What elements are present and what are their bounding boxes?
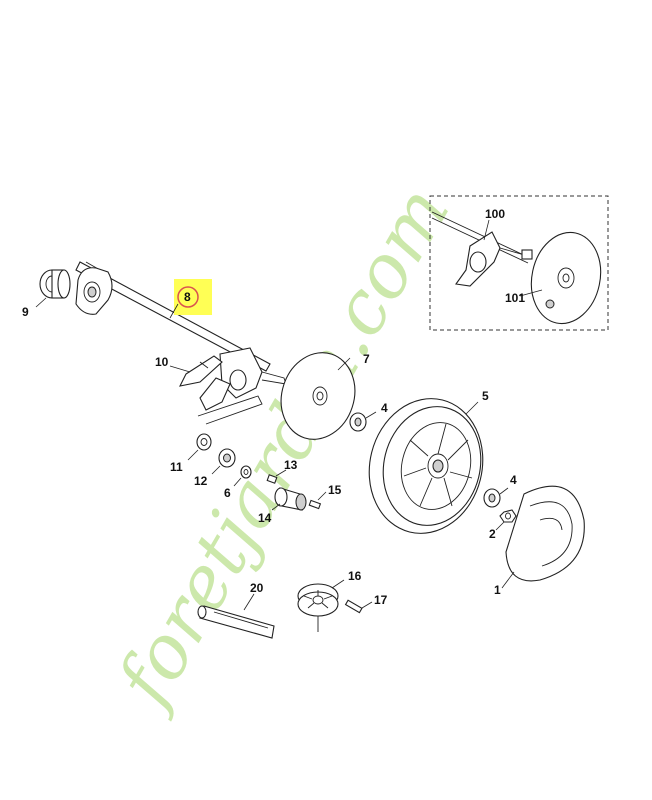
label-12: 12 — [194, 474, 208, 488]
part-17-pin[interactable] — [344, 599, 363, 614]
callout-highlight — [174, 279, 212, 315]
leader-10 — [169, 365, 191, 373]
leader-16 — [331, 579, 345, 589]
label-16: 16 — [348, 569, 362, 583]
part-5-wheel[interactable] — [355, 386, 497, 545]
leader-101 — [519, 289, 543, 297]
label-20: 20 — [250, 581, 264, 595]
part-1-hub-cap[interactable] — [505, 485, 585, 582]
part-16-pulley[interactable] — [297, 583, 339, 632]
guide-line — [197, 395, 263, 425]
part-10-lever[interactable] — [179, 355, 223, 387]
callout-circle — [177, 286, 199, 308]
part-6-ring[interactable] — [240, 465, 252, 479]
label-17: 17 — [374, 593, 388, 607]
leader-9 — [35, 297, 47, 308]
label-2: 2 — [489, 527, 496, 541]
part-8-callout[interactable]: 8 — [174, 279, 212, 315]
part-14-gear[interactable] — [274, 487, 307, 511]
label-4-lower: 4 — [510, 473, 517, 487]
inset-box — [429, 195, 609, 331]
part-15-key[interactable] — [308, 499, 322, 510]
label-101: 101 — [505, 291, 525, 305]
leader-6 — [233, 477, 242, 487]
label-100: 100 — [485, 207, 505, 221]
leader-13 — [275, 469, 287, 477]
label-13: 13 — [284, 458, 298, 472]
label-1: 1 — [494, 583, 501, 597]
label-14: 14 — [258, 511, 272, 525]
part-20-shaft[interactable] — [197, 605, 275, 639]
callout-number: 8 — [184, 290, 191, 304]
left-height-bracket[interactable] — [75, 267, 113, 315]
leader-14 — [271, 503, 281, 511]
part-2-nut[interactable] — [499, 509, 517, 523]
leader-4-lower — [499, 487, 509, 495]
leader-1 — [501, 571, 515, 589]
leader-12 — [211, 465, 221, 475]
label-9: 9 — [22, 305, 29, 319]
leader-5 — [465, 401, 479, 415]
part-4-bearing-upper[interactable] — [349, 412, 367, 432]
leader-2 — [495, 521, 505, 531]
part-100-bracket[interactable] — [431, 211, 533, 287]
part-101-disc[interactable] — [523, 226, 609, 330]
leader-8 — [169, 303, 179, 319]
leader-17 — [361, 601, 373, 609]
leader-15 — [317, 491, 327, 501]
part-13-pin[interactable] — [266, 474, 278, 484]
part-labels: 9 10 7 4 5 11 12 6 13 15 14 4 2 1 16 17 … — [22, 207, 525, 607]
right-height-bracket[interactable] — [199, 347, 287, 411]
leader-20 — [243, 593, 255, 611]
label-7: 7 — [363, 352, 370, 366]
part-4-bearing-lower[interactable] — [483, 488, 501, 508]
label-6: 6 — [224, 486, 231, 500]
label-15: 15 — [328, 483, 342, 497]
leader-4-upper — [365, 411, 377, 419]
part-7-hub-cap[interactable] — [270, 343, 366, 449]
part-9-bushing[interactable] — [39, 269, 71, 299]
part-12-bearing[interactable] — [218, 448, 236, 468]
label-5: 5 — [482, 389, 489, 403]
label-4-upper: 4 — [381, 401, 388, 415]
part-11-washer[interactable] — [196, 433, 212, 451]
label-11: 11 — [170, 460, 183, 474]
leader-100 — [483, 219, 490, 241]
leader-7 — [337, 357, 351, 371]
leader-11 — [187, 449, 199, 461]
label-10: 10 — [155, 355, 169, 369]
